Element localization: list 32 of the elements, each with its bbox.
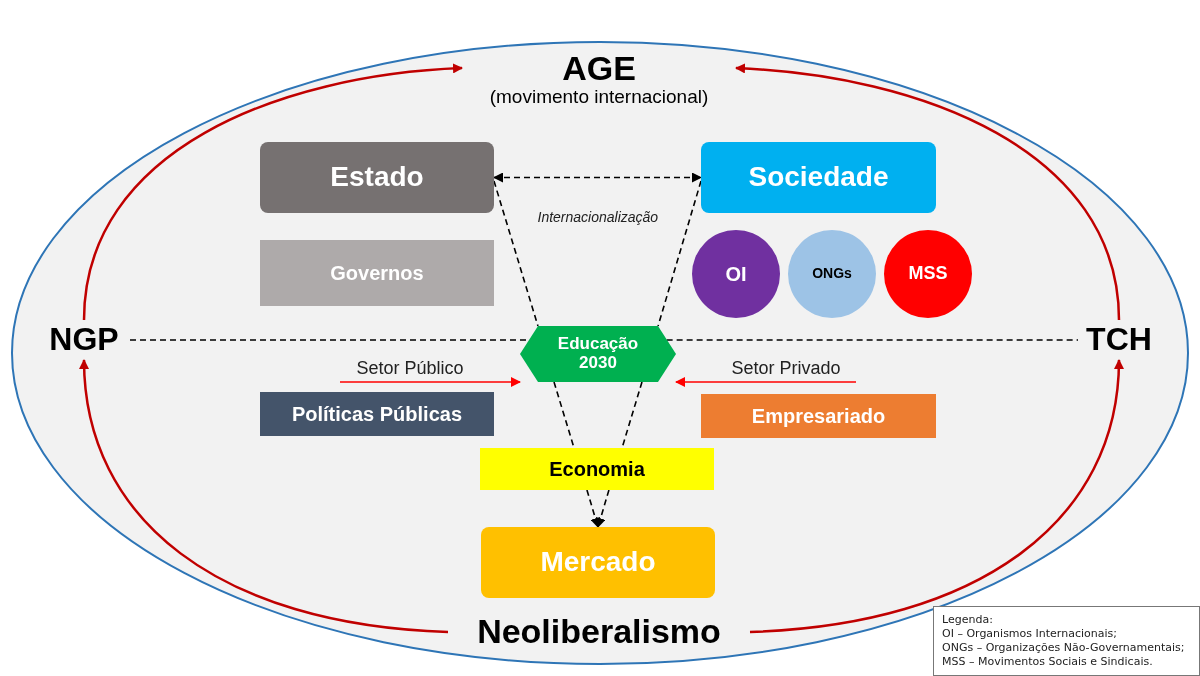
dashed-line — [493, 180, 539, 327]
category-box: Empresariado — [701, 394, 936, 438]
legend-text: OI – Organismos Internacionais; — [942, 627, 1118, 641]
curved-arrow — [82, 63, 463, 321]
subheading-text: (movimento internacional) — [489, 87, 709, 109]
category-box: Sociedade — [701, 142, 936, 213]
legend-text: Legenda: — [942, 613, 994, 627]
diagram-text: Neoliberalismo — [448, 610, 750, 654]
curved-arrow — [735, 63, 1121, 321]
diagram-text: Setor Privado — [716, 356, 856, 382]
category-box: Economia — [480, 448, 714, 490]
curved-arrow — [749, 359, 1124, 634]
arrow — [339, 377, 521, 387]
legend-text: MSS – Movimentos Sociais e Sindicais. — [942, 655, 1154, 669]
category-box: Estado — [260, 142, 494, 213]
arrow — [675, 377, 857, 387]
legend-text: ONGs – Organizações Não-Governamentais; — [942, 641, 1186, 655]
dashed-line — [657, 180, 702, 327]
edge-label: Internacionalização — [535, 209, 661, 225]
heading-text: AGE — [562, 49, 636, 88]
dashed-arrow — [493, 172, 702, 183]
diagram-text: Setor Público — [340, 356, 480, 382]
dashed-line — [665, 339, 1079, 341]
hexagon-label: Educação 2030 — [556, 335, 640, 373]
category-box: Governos — [260, 240, 494, 306]
category-box: Mercado — [481, 527, 715, 598]
diagram-text: TCH — [1078, 320, 1160, 360]
curved-arrow — [79, 359, 449, 634]
diagram-text: NGP — [38, 320, 130, 360]
dashed-arrow — [595, 489, 610, 528]
category-box: Políticas Públicas — [260, 392, 494, 436]
dashed-arrow — [586, 489, 601, 528]
